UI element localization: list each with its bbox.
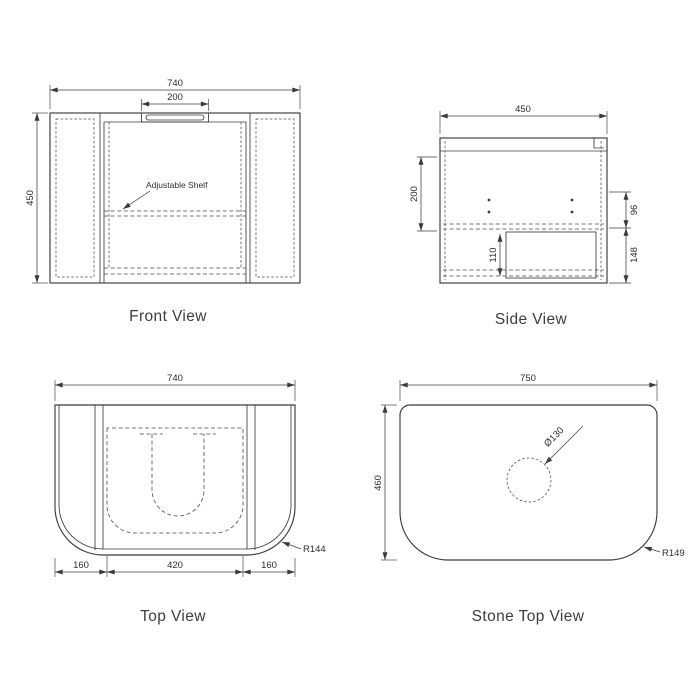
top-basin-dashed [106, 427, 244, 534]
front-cabinet-outline [49, 112, 301, 284]
stone-height-value: 460 [373, 475, 384, 491]
side-wall-clip-detail [593, 138, 604, 149]
front-handle-value: 200 [167, 92, 183, 103]
side-inner-value: 110 [488, 247, 499, 262]
side-width-value: 450 [515, 104, 531, 115]
side-right-lower-dimension: 148 [609, 228, 640, 284]
side-cabinet-outline [439, 137, 608, 284]
adjustable-shelf-leader [122, 190, 151, 210]
stone-hole-value: Ø130 [542, 425, 566, 449]
side-view: 450 200 96 148 110 Side View [409, 104, 640, 328]
top-bottom-dimensions: 160 420 160 [54, 556, 296, 577]
stone-height-dimension: 460 [373, 404, 397, 561]
stone-radius-callout: R149 [643, 546, 685, 559]
front-right-panel-dashed [255, 118, 295, 278]
front-left-panel-dashed [55, 118, 95, 278]
side-right-upper-dimension: 96 [609, 191, 640, 229]
side-drawer-box [505, 231, 597, 279]
adjustable-shelf-callout: Adjustable Shelf [122, 180, 208, 210]
top-view: 740 160 420 160 R144 Top View [54, 373, 326, 625]
side-inner-dimension: 110 [488, 234, 503, 276]
side-shelf-pin-holes [487, 198, 574, 214]
stone-outline [399, 404, 658, 561]
top-radius-value: R144 [303, 544, 326, 555]
front-handle-dimension: 200 [141, 92, 209, 111]
top-width-value: 740 [167, 373, 183, 384]
side-right-lower-value: 148 [629, 247, 640, 263]
front-width-value: 740 [167, 78, 183, 89]
front-handle-recess [141, 112, 209, 123]
adjustable-shelf-label: Adjustable Shelf [146, 180, 208, 190]
stone-width-dimension: 750 [399, 373, 658, 401]
side-left-value: 200 [409, 186, 420, 202]
side-interior-dashed [443, 141, 604, 280]
side-right-upper-value: 96 [629, 205, 640, 216]
stone-top-view-title: Stone Top View [472, 608, 585, 625]
top-view-title: Top View [140, 608, 206, 625]
stone-hole-leader [544, 425, 584, 465]
stone-top-view: Ø130 750 460 R149 Stone Top View [373, 373, 685, 625]
top-seg-mid-value: 420 [167, 560, 183, 571]
top-seg-left-value: 160 [73, 560, 89, 571]
top-bowl-dashed [140, 433, 216, 517]
top-side-panels [94, 405, 256, 550]
front-width-dimension: 740 [49, 78, 301, 109]
front-interior-dashed [104, 122, 246, 275]
stone-hole-callout: Ø130 [542, 425, 584, 465]
top-outline [54, 404, 296, 556]
stone-width-value: 750 [520, 373, 536, 384]
side-left-dimension: 200 [409, 156, 437, 232]
top-width-dimension: 740 [54, 373, 296, 401]
front-height-value: 450 [25, 190, 36, 206]
top-inner-outline [58, 405, 292, 550]
front-height-dimension: 450 [25, 112, 48, 284]
stone-tap-hole-circle [506, 457, 552, 503]
front-view: 740 450 200 Adjustable Shelf Front View [25, 78, 301, 325]
front-view-title: Front View [129, 308, 207, 325]
front-side-panels [55, 113, 295, 283]
top-radius-callout: R144 [281, 541, 326, 555]
top-seg-right-value: 160 [261, 560, 277, 571]
stone-radius-value: R149 [662, 548, 685, 559]
side-view-title: Side View [495, 311, 568, 328]
side-width-dimension: 450 [439, 104, 608, 134]
